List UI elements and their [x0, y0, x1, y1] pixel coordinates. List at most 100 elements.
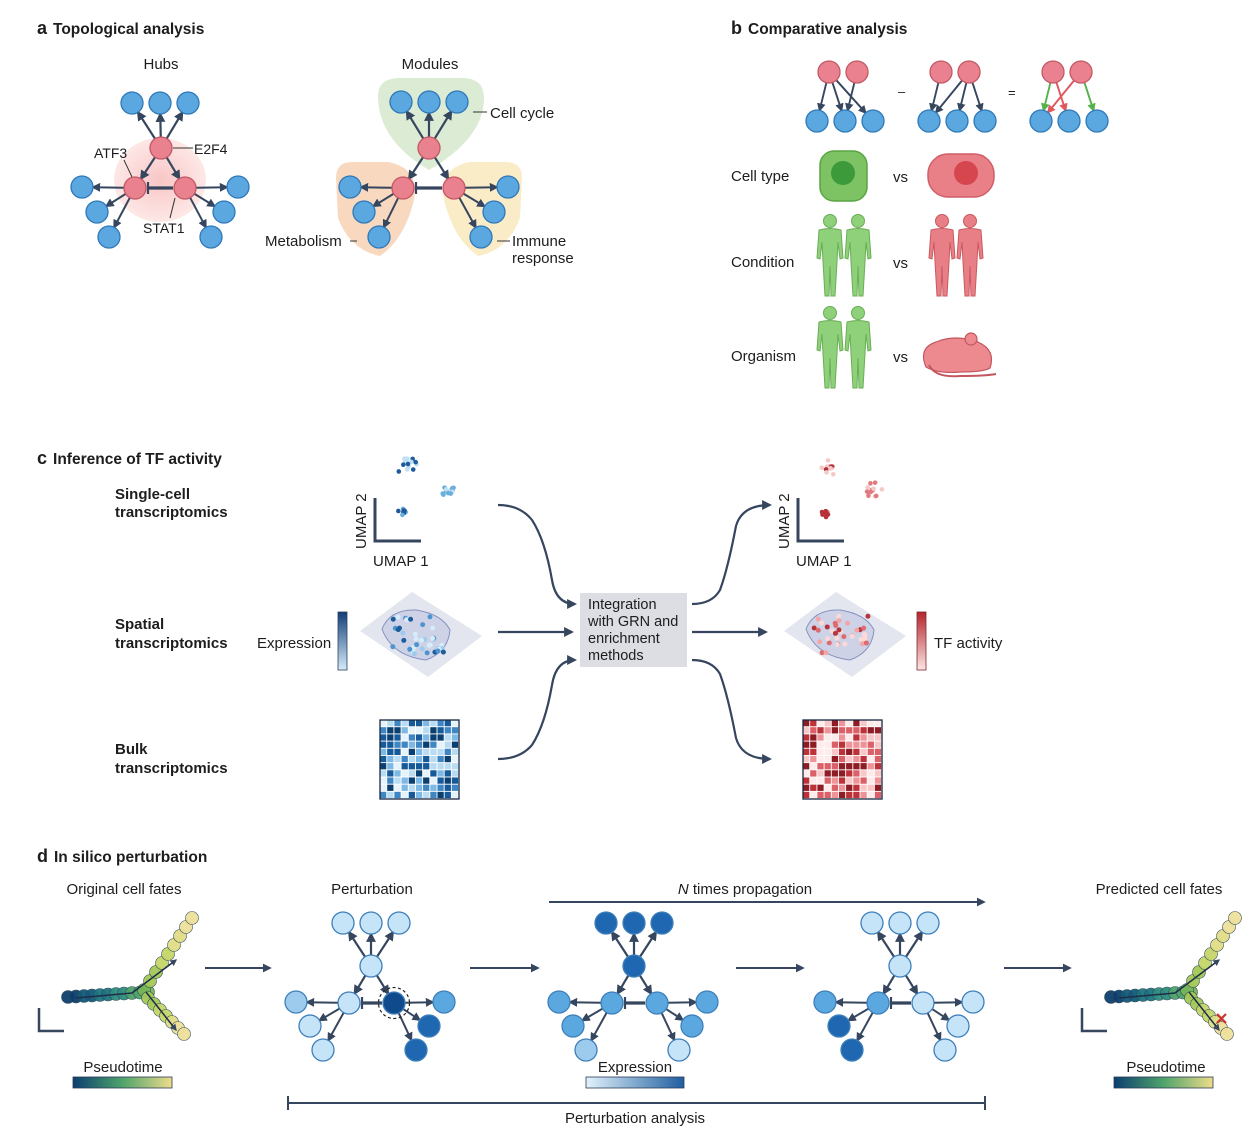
- heatmap-cell-blue: [451, 720, 459, 727]
- heatmap-cell-blue: [380, 727, 387, 734]
- heatmap-cell-red: [810, 784, 817, 791]
- cell-point: [185, 911, 199, 925]
- perturbation-node: [417, 1014, 441, 1038]
- heatmap-cell-blue: [444, 777, 451, 784]
- heatmap-cell-red: [831, 763, 839, 770]
- perturbation-label: Perturbation: [331, 881, 413, 898]
- target-gene-node: [338, 175, 362, 199]
- heatmap-border: [379, 719, 460, 800]
- mouse-tail: [928, 364, 997, 378]
- propagation-node: [840, 1038, 864, 1062]
- heatmap-cell-red: [817, 755, 824, 763]
- propagation-node: [695, 990, 719, 1014]
- heatmap-cell-red: [860, 720, 867, 727]
- heatmap-cell-blue: [444, 734, 451, 741]
- human-figure-red: [928, 214, 956, 297]
- trajectory-axes: [1080, 1008, 1107, 1033]
- edge-arrow: [882, 974, 896, 996]
- atf3-leader: [123, 159, 133, 178]
- target-gene-node: [1057, 109, 1081, 133]
- edge-arrow: [845, 82, 856, 112]
- propagation-node: [561, 1014, 585, 1038]
- edge-arrow: [347, 930, 366, 958]
- heatmap-cell-red: [853, 763, 860, 770]
- integration-line-1: Integration: [588, 597, 657, 613]
- edge-arrow: [375, 974, 390, 996]
- heatmap-cell-red: [874, 727, 882, 734]
- integration-line-4: methods: [588, 648, 644, 665]
- target-gene-node: [496, 175, 520, 199]
- heatmap-cell-red: [860, 777, 867, 784]
- heatmap-cell-red: [838, 727, 846, 734]
- tf-node: [123, 176, 147, 200]
- tf-node: [845, 60, 869, 84]
- edge-arrow: [139, 156, 156, 181]
- heatmap-cell-red: [831, 784, 839, 791]
- heatmap-cell-red: [860, 741, 867, 748]
- pseudotime-label-left: Pseudotime: [83, 1059, 163, 1076]
- tf-node: [957, 60, 981, 84]
- umap-point-blue: [405, 456, 410, 461]
- edge-arrow: [638, 974, 653, 996]
- heatmap-cell-red: [817, 748, 824, 756]
- heatmap-cell-blue: [387, 763, 394, 770]
- heatmap-cell-red: [803, 791, 810, 799]
- spatial-spot-blue: [440, 649, 446, 655]
- cell-point: [1220, 1027, 1234, 1041]
- heatmap-cell-blue: [401, 741, 408, 748]
- bulk-label-2: transcriptomics: [115, 760, 228, 777]
- heatmap-cell-blue: [401, 763, 408, 770]
- heatmap-cell-blue: [451, 784, 459, 791]
- heatmap-cell-blue: [444, 727, 451, 734]
- human-figure-red: [956, 214, 984, 297]
- spatial-spot-blue: [427, 614, 433, 620]
- spatial-spot-blue: [419, 646, 425, 652]
- umap-point-red: [824, 470, 829, 475]
- heatmap-cell-blue: [430, 791, 437, 799]
- spatial-spot-red: [863, 640, 869, 646]
- heatmap-cell-red: [867, 755, 874, 763]
- heatmap-cell-blue: [437, 748, 444, 756]
- heatmap-cell-red: [874, 720, 882, 727]
- spatial-spot-red: [836, 618, 842, 624]
- heatmap-cell-blue: [394, 791, 401, 799]
- spatial-spot-blue: [401, 637, 407, 643]
- edge-arrow: [971, 82, 984, 113]
- heatmap-cell-red: [824, 770, 831, 777]
- spatial-spot-red: [841, 634, 847, 640]
- target-gene-node: [70, 175, 94, 199]
- heatmap-cell-blue: [387, 748, 394, 756]
- heatmap-cell-blue: [380, 734, 387, 741]
- edge-arrow: [929, 82, 940, 112]
- propagation-node: [961, 990, 985, 1014]
- heatmap-cell-blue: [415, 748, 423, 756]
- spatial-spot-red: [865, 613, 871, 619]
- heatmap-cell-blue: [408, 741, 416, 748]
- edge-arrow: [433, 156, 450, 181]
- heatmap-cell-blue: [380, 777, 387, 784]
- target-gene-node: [833, 109, 857, 133]
- heatmap-cell-blue: [415, 777, 423, 784]
- umap-axes: [373, 498, 421, 543]
- heatmap-cell-red: [824, 777, 831, 784]
- heatmap-cell-red: [810, 791, 817, 799]
- spatial-spot-blue: [435, 648, 441, 654]
- spatial-spot-blue: [414, 642, 420, 648]
- target-gene-node: [861, 109, 885, 133]
- heatmap-cell-blue: [451, 734, 459, 741]
- heatmap-cell-red: [810, 777, 817, 784]
- target-gene-node: [445, 90, 469, 114]
- edge-arrow: [305, 997, 339, 1007]
- umap-point-blue: [449, 486, 455, 491]
- spatial-spot-blue: [395, 614, 401, 620]
- edge-arrow: [464, 182, 499, 192]
- mouse-ear: [964, 332, 978, 346]
- heatmap-cell-red: [867, 791, 874, 799]
- heatmap-cell-blue: [415, 755, 423, 763]
- heatmap-cell-red: [824, 741, 831, 748]
- heatmap-cell-red: [838, 763, 846, 770]
- umap-point-blue: [408, 459, 414, 465]
- edge-arrow: [926, 1012, 942, 1042]
